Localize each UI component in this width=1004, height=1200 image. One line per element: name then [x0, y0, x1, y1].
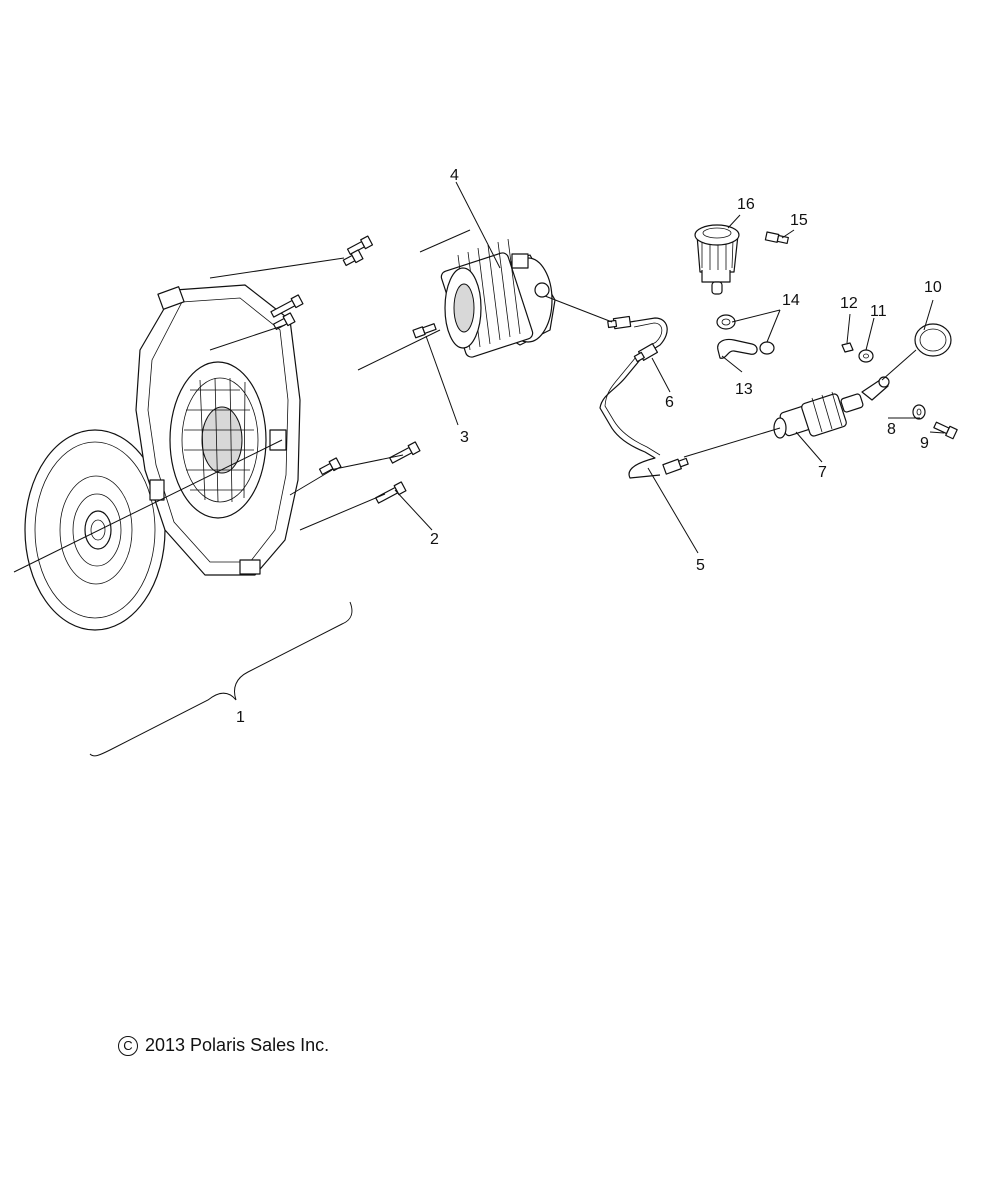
copyright-icon: C [118, 1036, 138, 1056]
fluid-reservoir [694, 224, 740, 295]
bleeder-fitting [633, 343, 659, 363]
copyright-notice: C 2013 Polaris Sales Inc. [118, 1035, 329, 1056]
callout-8: 8 [887, 421, 896, 438]
callout-16: 16 [737, 196, 755, 213]
callout-3: 3 [460, 429, 469, 446]
callout-7: 7 [818, 464, 827, 481]
copyright-text: 2013 Polaris Sales Inc. [145, 1035, 330, 1055]
callout-15: 15 [790, 212, 808, 229]
callout-4: 4 [450, 167, 459, 184]
hydraulic-line [599, 315, 689, 479]
master-cylinder [773, 376, 890, 439]
callout-6: 6 [665, 394, 674, 411]
assembly-brace [89, 601, 353, 757]
callout-13: 13 [735, 381, 753, 398]
slave-cylinder [440, 238, 556, 358]
callout-9: 9 [920, 435, 929, 452]
o-ring [914, 323, 952, 357]
reservoir-hose [717, 338, 758, 359]
spacer [858, 349, 874, 363]
callout-12: 12 [840, 295, 858, 312]
pressure-plate [135, 284, 301, 576]
washer [912, 404, 926, 420]
callout-numbers: 1 2 3 4 5 6 7 8 9 10 11 12 13 14 15 16 [236, 167, 942, 726]
reservoir-bolt [764, 231, 789, 245]
callout-10: 10 [924, 279, 942, 296]
slave-cylinder-bolt [412, 323, 437, 339]
callout-5: 5 [696, 557, 705, 574]
callout-2: 2 [430, 531, 439, 548]
callout-1: 1 [236, 709, 245, 726]
bolt-set [270, 235, 421, 504]
callout-14: 14 [782, 292, 800, 309]
master-cylinder-bolt [933, 421, 958, 440]
callout-11: 11 [870, 303, 887, 320]
nut [841, 342, 854, 353]
leader-lines [13, 181, 945, 573]
